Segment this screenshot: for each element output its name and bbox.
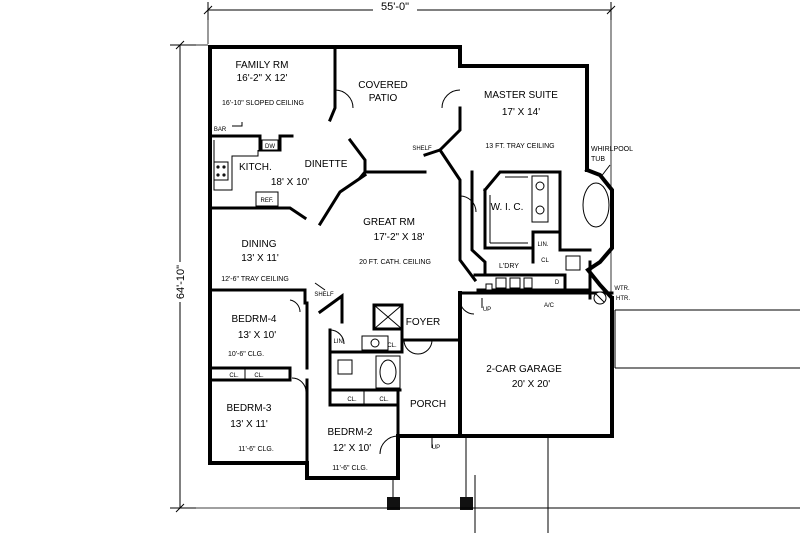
closet-bed2-a: CL. bbox=[347, 397, 357, 403]
patio-walls bbox=[328, 45, 462, 181]
master-vanity bbox=[531, 175, 549, 223]
bedroom4-size: 13' X 10' bbox=[238, 330, 276, 341]
water-heater-label-1: WTR. bbox=[614, 286, 630, 292]
closet-bed4-a: CL. bbox=[229, 373, 239, 379]
overall-depth-label: 64'-10" bbox=[175, 265, 187, 299]
dishwasher-label: DW bbox=[265, 144, 275, 150]
arrows bbox=[232, 122, 611, 448]
refrigerator-label: REF. bbox=[260, 198, 273, 204]
closet-master-label: CL bbox=[541, 258, 549, 264]
bedroom3-size: 13' X 11' bbox=[230, 419, 268, 430]
hall-toilet bbox=[337, 359, 353, 375]
bedroom3-ceiling: 11'-6" CLG. bbox=[238, 446, 274, 453]
water-heater-label-2: HTR. bbox=[616, 296, 630, 302]
bar-label: BAR bbox=[214, 127, 227, 133]
patio-name-line2: PATIO bbox=[369, 93, 398, 104]
great-room-size: 17'-2" X 18' bbox=[374, 232, 425, 243]
overall-width-label: 55'-0" bbox=[381, 1, 409, 13]
dinette-name: DINETTE bbox=[305, 159, 348, 170]
up-laundry-label: UP bbox=[483, 307, 491, 313]
master-suite-size: 17' X 14' bbox=[502, 107, 540, 118]
range bbox=[213, 161, 229, 181]
bedroom4-ceiling: 10'-6" CLG. bbox=[228, 351, 264, 358]
dryer-label: D bbox=[555, 280, 560, 286]
master-suite-ceiling: 13 FT. TRAY CEILING bbox=[485, 143, 554, 150]
interior-walls bbox=[208, 134, 614, 465]
whirlpool-label-line1: WHIRLPOOL bbox=[591, 146, 633, 153]
fixtures bbox=[213, 139, 610, 389]
room-labels: FAMILY RM 16'-2" X 12' 16'-10" SLOPED CE… bbox=[221, 60, 633, 472]
dinette-size: 18' X 10' bbox=[271, 177, 309, 188]
shelf-top-label: SHELF bbox=[412, 146, 432, 152]
shelf-dining-label: SHELF bbox=[314, 292, 334, 298]
bedroom2-ceiling: 11'-6" CLG. bbox=[332, 465, 368, 472]
family-room-ceiling: 16'-10" SLOPED CEILING bbox=[222, 100, 304, 107]
dryer bbox=[509, 277, 521, 289]
porch-details bbox=[300, 309, 800, 533]
bedroom3-name: BEDRM-3 bbox=[226, 403, 271, 414]
great-room-name: GREAT RM bbox=[363, 217, 415, 228]
closet-bed4-b: CL. bbox=[254, 373, 264, 379]
hall-vanity bbox=[361, 335, 389, 351]
family-room-name: FAMILY RM bbox=[236, 60, 289, 71]
family-room-size: 16'-2" X 12' bbox=[237, 73, 288, 84]
patio-name-line1: COVERED bbox=[358, 80, 407, 91]
wic-name: W. I. C. bbox=[491, 202, 524, 213]
master-suite-name: MASTER SUITE bbox=[484, 90, 558, 101]
depth-dimension: 64'-10" bbox=[170, 40, 196, 513]
porch-post-left bbox=[387, 497, 400, 510]
ac-label: A/C bbox=[544, 303, 555, 309]
bedroom2-size: 12' X 10' bbox=[333, 443, 371, 454]
foyer-name: FOYER bbox=[406, 317, 440, 328]
width-dimension: 55'-0" bbox=[203, 1, 616, 20]
porch-post-right bbox=[460, 497, 473, 510]
porch-name: PORCH bbox=[410, 399, 446, 410]
up-porch-label: UP bbox=[432, 445, 440, 451]
whirlpool-tub bbox=[582, 182, 610, 228]
kitchen-name: KITCH. bbox=[239, 162, 272, 173]
whirlpool-label-line2: TUB bbox=[591, 156, 605, 163]
closet-hall-label: CL. bbox=[387, 343, 397, 349]
dining-size: 13' X 11' bbox=[241, 253, 279, 264]
great-room-ceiling: 20 FT. CATH. CEILING bbox=[359, 259, 431, 266]
washer bbox=[495, 277, 507, 289]
laundry-sink bbox=[523, 277, 533, 289]
dining-ceiling: 12'-6" TRAY CEILING bbox=[221, 276, 289, 283]
laundry-name: L'DRY bbox=[499, 263, 519, 270]
refrigerator bbox=[255, 191, 279, 207]
master-toilet bbox=[565, 255, 581, 271]
doors bbox=[289, 89, 477, 455]
dining-name: DINING bbox=[242, 239, 277, 250]
closet-bed2-b: CL. bbox=[379, 397, 389, 403]
garage-name: 2-CAR GARAGE bbox=[486, 364, 562, 375]
linen-hall-label: LIN. bbox=[333, 339, 344, 345]
bedroom2-name: BEDRM-2 bbox=[327, 427, 372, 438]
fixture-labels: BAR DW REF. SHELF SHELF LIN. CL LIN. CL.… bbox=[214, 127, 631, 451]
dishwasher bbox=[261, 139, 279, 151]
linen-master-label: LIN. bbox=[537, 242, 548, 248]
bedroom4-name: BEDRM-4 bbox=[231, 314, 276, 325]
garage-size: 20' X 20' bbox=[512, 379, 550, 390]
